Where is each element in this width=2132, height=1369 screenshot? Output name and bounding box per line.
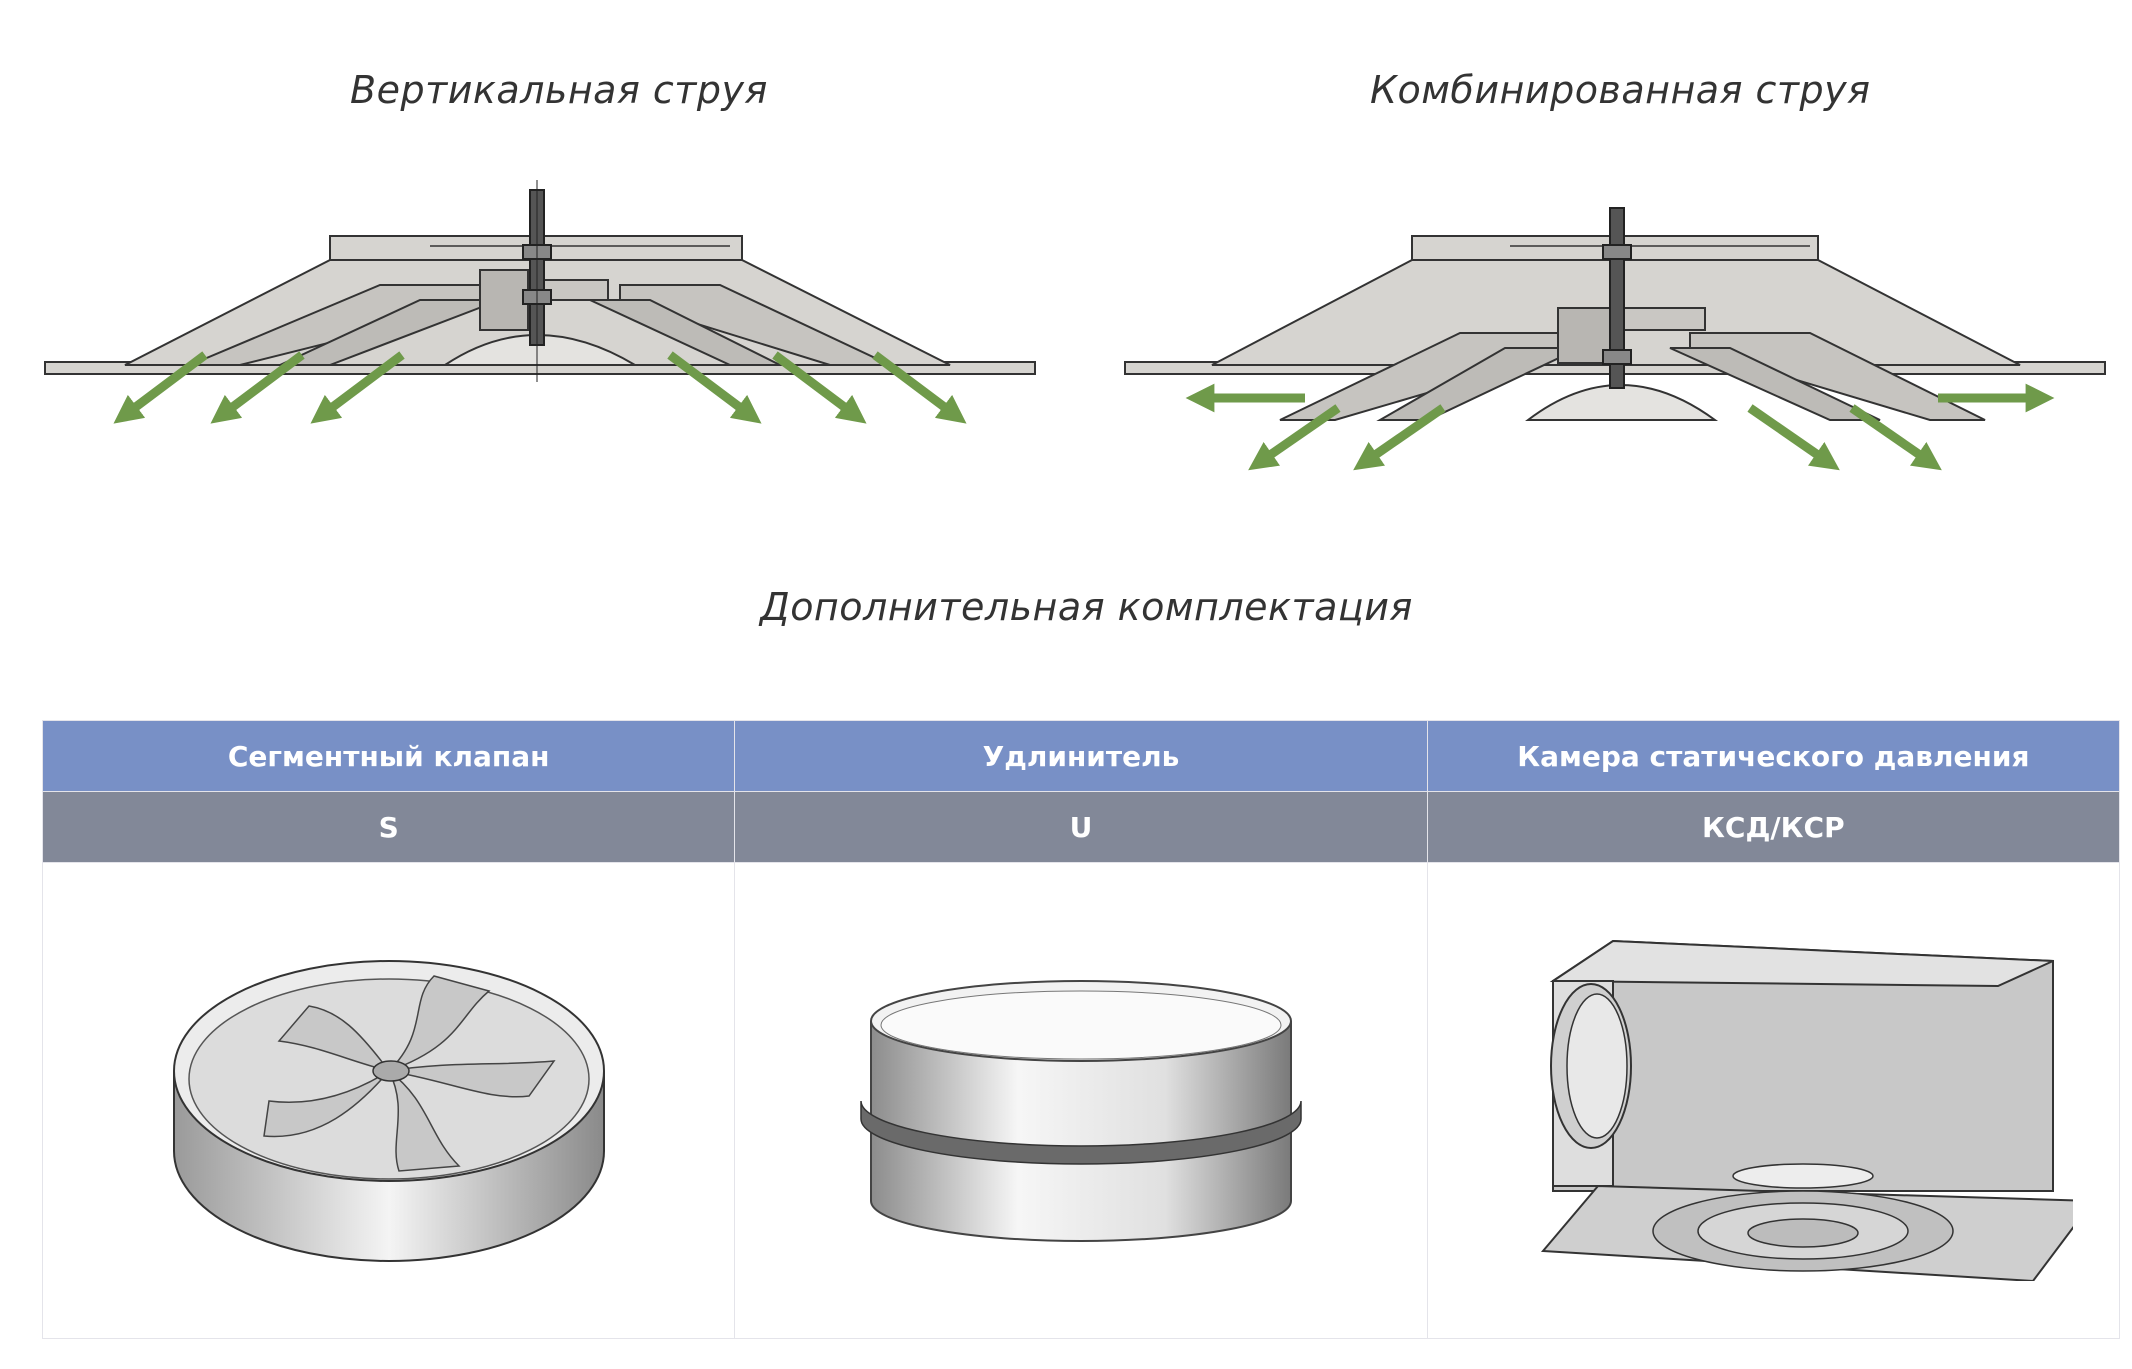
caption-vertical-jet: Вертикальная струя [350,68,768,112]
header-segment-valve: Сегментный клапан [41,720,736,792]
static-pressure-chamber-image [1541,939,2074,1281]
diagram-vertical-jet [44,180,1036,424]
segment-valve-image [172,959,605,1262]
code-static-pressure-chamber: КСД/КСР [1426,791,2121,863]
rod-icon [1602,207,1632,389]
code-segment-valve: S [41,791,736,863]
diagram-combined-jet [1124,207,2106,471]
caption-additional-equipment: Дополнительная комплектация [760,585,1413,629]
code-extension: U [734,791,1428,863]
table-image-row [41,862,2121,1339]
caption-combined-jet: Комбинированная струя [1370,68,1871,112]
airflow-arrows [1185,383,2055,471]
extension-image [860,979,1302,1242]
header-static-pressure-chamber: Камера статического давления [1426,720,2121,792]
cell-extension-image [734,862,1428,1339]
airflow-arrows [113,351,967,424]
header-extension: Удлинитель [734,720,1428,792]
table-code-row: S U КСД/КСР [41,791,2121,863]
options-table: Сегментный клапан Удлинитель Камера стат… [41,720,2121,1339]
rod-icon [522,180,552,382]
cell-static-chamber-image [1426,862,2121,1339]
table-header-row: Сегментный клапан Удлинитель Камера стат… [41,720,2121,792]
cell-segment-valve-image [41,862,736,1339]
